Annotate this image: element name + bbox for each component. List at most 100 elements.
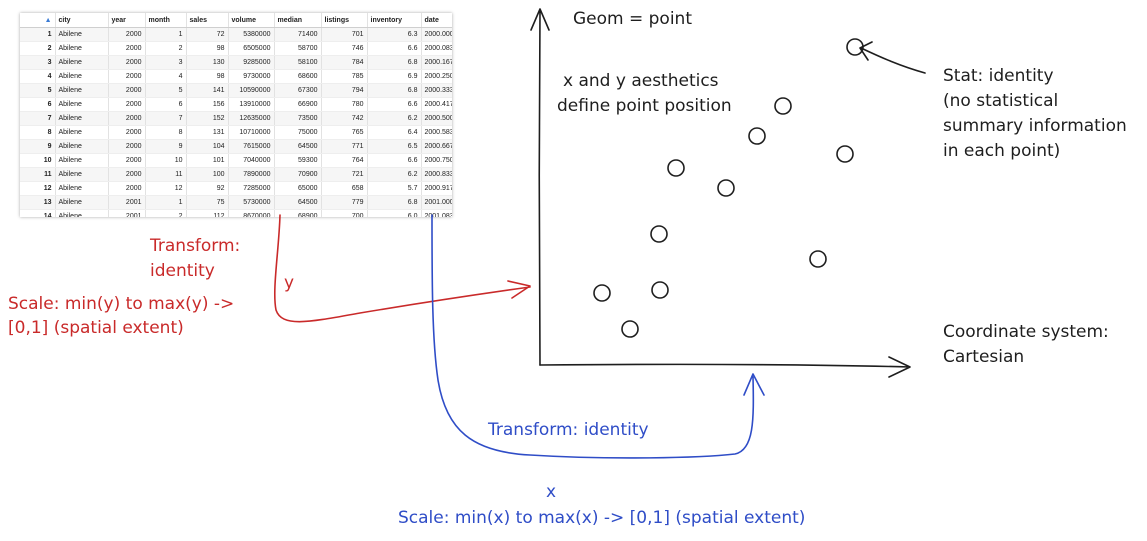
column-header-year[interactable]: year: [108, 13, 146, 28]
table-cell-city: Abilene: [55, 139, 109, 154]
row-number-cell: 8: [20, 125, 56, 140]
table-cell-city: Abilene: [55, 55, 109, 70]
table-cell-sales: 156: [186, 97, 229, 112]
data-table: ▲ city year month sales volume median li…: [20, 13, 452, 217]
row-number-cell: 2: [20, 41, 56, 56]
table-cell-month: 2: [145, 41, 187, 56]
table-cell-sales: 152: [186, 111, 229, 126]
transform-x-label: Transform: identity: [488, 420, 649, 440]
table-cell-date: 2000.167: [421, 55, 452, 70]
table-cell-sales: 98: [186, 41, 229, 56]
table-cell-month: 12: [145, 181, 187, 196]
column-header-month[interactable]: month: [145, 13, 187, 28]
table-cell-sales: 101: [186, 153, 229, 168]
table-cell-listings: 785: [321, 69, 368, 84]
geom-label: Geom = point: [573, 9, 692, 29]
table-cell-month: 1: [145, 195, 187, 210]
table-cell-date: 2000.833: [421, 167, 452, 182]
table-cell-city: Abilene: [55, 181, 109, 196]
table-cell-date: 2000.667: [421, 139, 452, 154]
table-cell-listings: 721: [321, 167, 368, 182]
table-cell-year: 2000: [108, 153, 146, 168]
table-cell-date: 2000.333: [421, 83, 452, 98]
row-number-cell: 5: [20, 83, 56, 98]
table-cell-inventory: 6.0: [367, 209, 422, 217]
table-cell-inventory: 6.8: [367, 83, 422, 98]
stat-label-line1: Stat: identity: [943, 66, 1054, 86]
row-number-cell: 12: [20, 181, 56, 196]
stat-label-line3: summary information: [943, 116, 1127, 136]
table-cell-listings: 658: [321, 181, 368, 196]
table-cell-date: 2000.583: [421, 125, 452, 140]
table-cell-year: 2000: [108, 41, 146, 56]
scatter-point: [836, 145, 854, 163]
table-cell-inventory: 6.4: [367, 125, 422, 140]
table-cell-volume: 7285000: [228, 181, 275, 196]
table-cell-city: Abilene: [55, 195, 109, 210]
table-cell-date: 2000.750: [421, 153, 452, 168]
row-index-header[interactable]: ▲: [20, 13, 56, 28]
table-cell-inventory: 6.6: [367, 97, 422, 112]
table-cell-sales: 92: [186, 181, 229, 196]
table-cell-year: 2000: [108, 69, 146, 84]
y-axis-arrow: [530, 8, 550, 366]
column-header-date[interactable]: date: [421, 13, 452, 28]
scatter-points: [593, 38, 864, 338]
row-number-cell: 1: [20, 27, 56, 42]
table-cell-median: 70900: [274, 167, 322, 182]
table-cell-city: Abilene: [55, 69, 109, 84]
column-header-inventory[interactable]: inventory: [367, 13, 422, 28]
table-cell-city: Abilene: [55, 97, 109, 112]
table-cell-median: 68900: [274, 209, 322, 217]
stat-pointer-arrow: [859, 41, 926, 74]
table-cell-volume: 7615000: [228, 139, 275, 154]
x-mapping-arrow: [431, 214, 765, 459]
table-cell-listings: 779: [321, 195, 368, 210]
table-cell-sales: 100: [186, 167, 229, 182]
table-cell-median: 73500: [274, 111, 322, 126]
table-cell-median: 75000: [274, 125, 322, 140]
table-cell-date: 2000.917: [421, 181, 452, 196]
sort-ascending-icon[interactable]: ▲: [44, 16, 52, 24]
scatter-point: [651, 281, 669, 299]
table-cell-month: 2: [145, 209, 187, 217]
scatter-point: [748, 127, 766, 145]
table-cell-median: 58100: [274, 55, 322, 70]
table-cell-volume: 9730000: [228, 69, 275, 84]
table-cell-year: 2000: [108, 181, 146, 196]
table-cell-volume: 10710000: [228, 125, 275, 140]
table-cell-month: 3: [145, 55, 187, 70]
table-cell-inventory: 6.2: [367, 111, 422, 126]
table-cell-year: 2000: [108, 55, 146, 70]
table-cell-inventory: 5.7: [367, 181, 422, 196]
table-cell-sales: 104: [186, 139, 229, 154]
table-cell-date: 2001.083: [421, 209, 452, 217]
column-header-median[interactable]: median: [274, 13, 322, 28]
y-mapping-arrow: [273, 214, 531, 323]
table-cell-median: 68600: [274, 69, 322, 84]
table-cell-city: Abilene: [55, 125, 109, 140]
row-number-cell: 13: [20, 195, 56, 210]
column-header-listings[interactable]: listings: [321, 13, 368, 28]
table-cell-median: 59300: [274, 153, 322, 168]
table-cell-date: 2000.500: [421, 111, 452, 126]
table-cell-inventory: 6.5: [367, 139, 422, 154]
scale-x-label: Scale: min(x) to max(x) -> [0,1] (spatia…: [398, 508, 806, 528]
column-header-sales[interactable]: sales: [186, 13, 229, 28]
table-cell-month: 10: [145, 153, 187, 168]
table-cell-volume: 5380000: [228, 27, 275, 42]
table-cell-year: 2000: [108, 167, 146, 182]
table-cell-sales: 72: [186, 27, 229, 42]
column-header-city[interactable]: city: [55, 13, 109, 28]
column-header-volume[interactable]: volume: [228, 13, 275, 28]
table-cell-month: 5: [145, 83, 187, 98]
table-cell-city: Abilene: [55, 111, 109, 126]
transform-y-label-line1: Transform:: [150, 236, 241, 256]
table-cell-volume: 7890000: [228, 167, 275, 182]
